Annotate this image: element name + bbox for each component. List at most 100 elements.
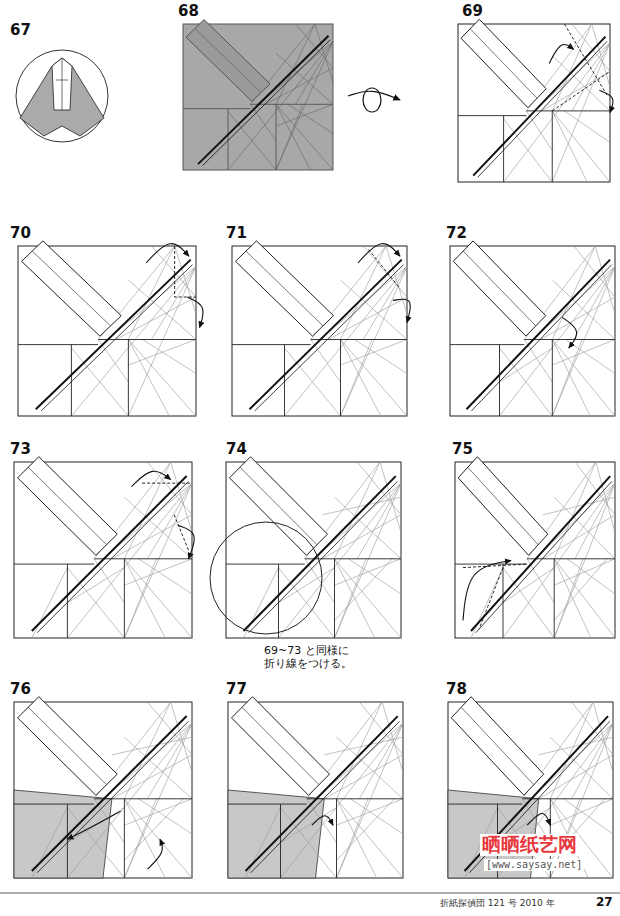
fold-edge: [280, 804, 281, 878]
fold-edge: [228, 804, 307, 805]
arm-flap: [461, 19, 546, 107]
step-number: 69: [462, 3, 483, 20]
fold-step: [448, 697, 613, 878]
arm-flap: [22, 241, 122, 336]
crease-line: [335, 559, 402, 585]
crease-line: [124, 799, 183, 861]
fold-step: [450, 241, 615, 416]
crease-line: [228, 112, 276, 170]
crease-line: [244, 568, 279, 638]
crease-line: [335, 559, 393, 621]
detail-shape: [52, 58, 72, 110]
crease-line: [276, 104, 303, 170]
crease-line: [124, 799, 156, 878]
valley-fold-line: [564, 24, 607, 95]
crease-line: [279, 568, 335, 603]
fold-edge: [334, 559, 335, 638]
fold-edge: [336, 799, 337, 878]
arm-crease: [461, 707, 534, 784]
crease-line: [276, 24, 315, 104]
fold-step: [226, 457, 401, 638]
crease-line: [363, 266, 407, 339]
crease-line: [128, 340, 196, 366]
crease-line: [315, 24, 333, 82]
footer-text: 折紙探偵団 121 号 2010 年: [440, 898, 555, 908]
diagonal-edge: [36, 260, 191, 410]
fold-edge: [284, 345, 285, 416]
fold-edge: [14, 804, 94, 805]
diagonal-edge: [476, 481, 612, 632]
crease-line: [175, 246, 196, 314]
crease-line: [503, 568, 554, 638]
crease-line: [128, 266, 196, 416]
fold-edge: [450, 344, 524, 345]
fold-edge: [499, 345, 500, 416]
crease-line: [341, 340, 381, 417]
step-number: 76: [10, 681, 31, 698]
fold-edge: [183, 108, 251, 109]
turn-over-arrow: [348, 91, 400, 100]
diagonal-edge: [471, 265, 611, 411]
crease-line: [596, 462, 615, 532]
crease-line: [572, 24, 610, 71]
crease-line: [554, 559, 615, 585]
valley-fold-line: [369, 249, 401, 288]
crease-line: [67, 808, 124, 878]
step-number: 68: [178, 3, 199, 20]
valley-fold-line: [479, 568, 503, 630]
fold-edge: [503, 564, 504, 638]
fold-arrow: [178, 525, 195, 558]
crease-line: [71, 348, 128, 416]
fold-arrow: [67, 811, 120, 839]
crease-line: [112, 515, 192, 559]
crease-line: [357, 462, 401, 515]
crease-line: [550, 799, 613, 825]
arm-crease: [28, 467, 106, 544]
arm-crease: [246, 251, 323, 326]
fold-arrow: [358, 244, 400, 263]
crease-line: [500, 348, 553, 382]
arm-flap: [458, 457, 548, 556]
crease-line: [128, 340, 196, 417]
crease-line: [335, 559, 402, 638]
crease-line: [152, 266, 197, 339]
crease-line: [552, 246, 595, 340]
fold-edge: [226, 564, 305, 565]
crease-line: [276, 104, 311, 170]
fold-arrow: [148, 839, 163, 869]
arm-crease: [463, 251, 536, 326]
diagonal-edge: [32, 716, 187, 871]
crease-line: [32, 568, 68, 638]
diagonal-edge: [244, 476, 396, 631]
crease-line: [337, 799, 377, 878]
crease-line: [552, 111, 587, 182]
diagonal-edge: [32, 476, 187, 631]
crease-line: [357, 483, 401, 559]
crease-line: [593, 702, 613, 772]
detail-line: [56, 58, 68, 110]
crease-line: [281, 808, 337, 878]
crease-line: [281, 808, 337, 843]
crease-line: [341, 340, 408, 417]
crease-line: [124, 559, 156, 638]
fold-edge: [307, 798, 403, 799]
crease-line: [382, 702, 403, 772]
diagonal-edge: [255, 265, 404, 411]
fold-edge: [124, 799, 125, 878]
fold-edge: [526, 110, 610, 111]
arm-flap: [232, 697, 330, 796]
detail-circle: [210, 522, 322, 634]
instruction-note: 69~73 と同様に 折り線をつける。: [262, 644, 370, 671]
valley-fold-line: [142, 483, 192, 484]
crease-line: [363, 246, 407, 297]
watermark: [www.saysay.net]: [484, 859, 584, 871]
fold-edge: [128, 340, 129, 417]
fold-step: [14, 457, 194, 638]
step-number: 75: [452, 441, 473, 458]
crease-line: [552, 266, 615, 416]
crease-line: [380, 462, 401, 532]
crease-line: [554, 559, 583, 638]
arm-crease: [32, 251, 110, 326]
footer-rule: [0, 893, 620, 894]
